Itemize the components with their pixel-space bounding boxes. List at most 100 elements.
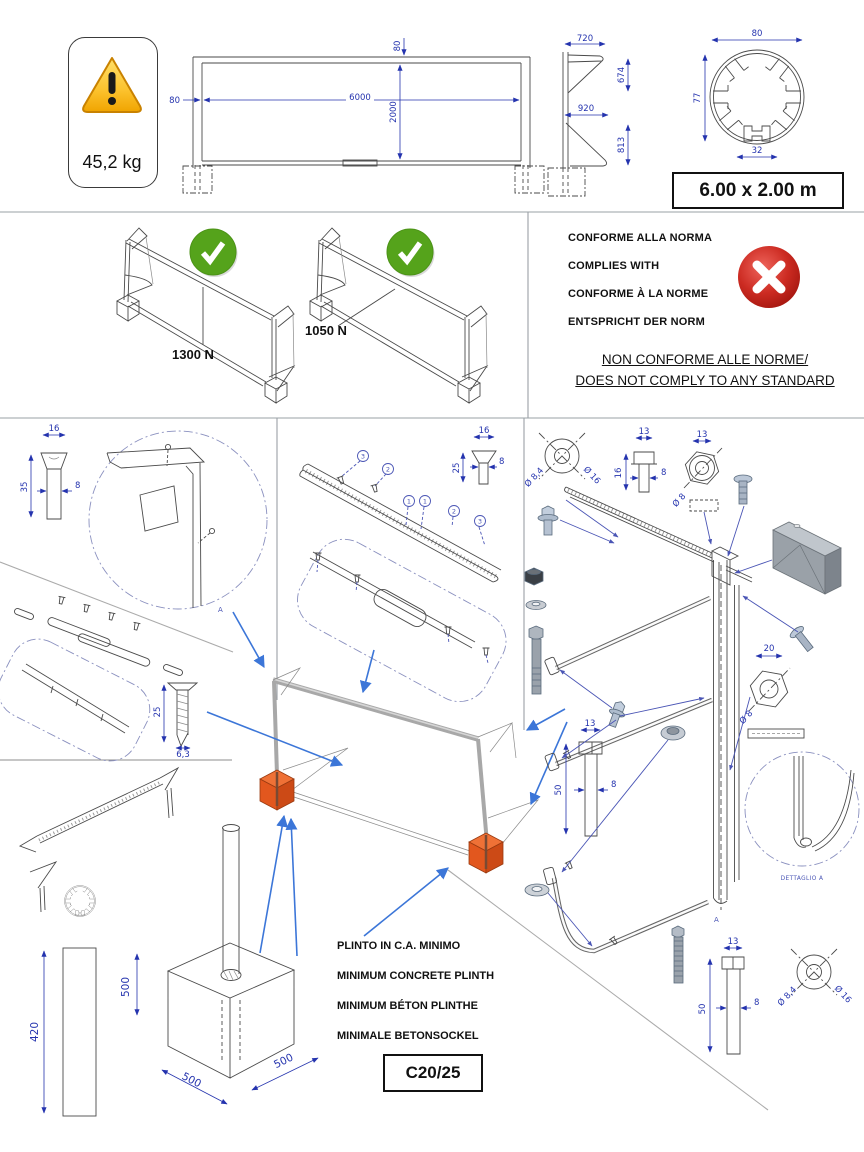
- dim-label: 6000: [349, 93, 371, 103]
- buried-post-drawing: 420: [29, 947, 97, 1117]
- assembled-goal-render: [259, 667, 540, 874]
- dim-label: 16: [479, 426, 490, 436]
- plinth-line-fr: MINIMUM BÉTON PLINTHE: [337, 1000, 478, 1012]
- dim-label: 16: [614, 468, 624, 479]
- washer-detail-top: Ø 8,4 Ø 16: [522, 432, 603, 489]
- dim-label: 920: [578, 104, 594, 114]
- dim-label: 13: [639, 427, 650, 437]
- check-icon: [190, 229, 238, 277]
- dim-label: 8: [75, 481, 80, 491]
- callout: 3: [361, 453, 365, 461]
- dim-label: 8: [661, 468, 666, 478]
- dim-label: 720: [577, 34, 593, 44]
- profile-dimensions: 80 77 32: [693, 29, 803, 160]
- hardware-renders: [524, 474, 842, 984]
- dim-label: Ø 16: [581, 464, 603, 486]
- dim-label: 77: [693, 93, 703, 104]
- post-profile-drawing: 80 77 32: [693, 29, 805, 160]
- detail-marker-label: A: [218, 606, 223, 614]
- detail-a-view: DETTAGLIO A: [744, 751, 860, 882]
- dim-label: 80: [393, 41, 403, 52]
- dim-label: 50: [554, 785, 564, 796]
- screw-render: [671, 925, 685, 984]
- hex-bolt-long-drawing: 13 50 8: [554, 719, 616, 837]
- norm-line-fr: CONFORME À LA NORME: [568, 288, 709, 300]
- fail-line-en: DOES NOT COMPLY TO ANY STANDARD: [575, 373, 835, 388]
- detail-caption: DETTAGLIO A: [781, 876, 824, 882]
- dim-label: 25: [153, 707, 163, 718]
- plinth-block-right: [468, 832, 504, 874]
- countersunk-bolt-render: [789, 626, 814, 653]
- dim-label: Ø 8: [670, 491, 688, 509]
- dim-label: 50: [698, 1004, 708, 1015]
- dim-label: 2000: [389, 101, 399, 123]
- washer-render: [524, 883, 550, 897]
- tapping-screw-drawing: 25 6,3: [153, 682, 199, 760]
- dim-label: Ø 8,4: [522, 465, 546, 489]
- dim-label: 13: [585, 719, 596, 729]
- side-frame-drawing: [18, 766, 180, 917]
- dim-label: 13: [697, 430, 708, 440]
- callout: 2: [452, 508, 456, 516]
- front-view-drawing: 80 6000 2000 80: [169, 38, 545, 194]
- dim-label: 20: [764, 644, 775, 654]
- warning-icon: [82, 57, 142, 113]
- dim-label: Ø 8,4: [775, 984, 799, 1008]
- norm-line-de: ENTSPRICHT DER NORM: [568, 316, 706, 328]
- dim-label: 8: [611, 780, 616, 790]
- hex-bolt-long-drawing-2: 13 50 8: [698, 937, 759, 1055]
- corner-bolt-drawing: 16 35 8: [20, 424, 80, 520]
- dim-label: 420: [29, 1022, 41, 1042]
- callout: 2: [386, 466, 390, 474]
- dim-label: 6,3: [176, 750, 190, 760]
- load-label-right: 1050 N: [305, 323, 347, 338]
- norm-line-it: CONFORME ALLA NORMA: [568, 232, 713, 244]
- dim-label: 8: [499, 457, 504, 467]
- cross-icon: [738, 246, 800, 308]
- dim-label: 500: [272, 1052, 295, 1072]
- side-view-dimensions: 720 674 920 813: [564, 34, 631, 166]
- front-view-dimensions: 80 6000 2000 80: [169, 38, 520, 160]
- hex-nut-drawing: 13 Ø 8: [670, 430, 723, 512]
- long-bolt-render: [528, 625, 544, 695]
- dim-label: 500: [120, 977, 132, 997]
- crossbar-panel: 3 2 1 1 2 3: [297, 450, 507, 703]
- concrete-plinth-drawing: 500 500 500: [120, 824, 319, 1105]
- assembly-arrows: [206, 611, 568, 957]
- concrete-class-label: C20/25: [383, 1054, 483, 1092]
- part-leader-arrows: [547, 499, 799, 947]
- compliant-goal-left: [116, 227, 295, 404]
- flange-bolt-render: [537, 505, 559, 536]
- washer-render: [525, 600, 547, 610]
- dim-label: 500: [180, 1070, 203, 1090]
- dim-label: 80: [169, 96, 180, 106]
- weight-value: 45,2 kg: [82, 152, 142, 172]
- fail-line-it: NON CONFORME ALLE NORME/: [601, 352, 809, 367]
- side-view-drawing: 720 674 920 813: [547, 34, 631, 197]
- nut-render: [524, 567, 544, 586]
- flange-bolt-render: [608, 701, 626, 728]
- countersunk-bolt-render: [733, 474, 753, 505]
- dim-label: 813: [617, 137, 627, 153]
- dim-label: Ø 16: [832, 983, 854, 1005]
- dim-label: 13: [728, 937, 739, 947]
- norm-line-en: COMPLIES WITH: [568, 260, 660, 272]
- dim-label: 25: [452, 463, 462, 474]
- plinth-line-it: PLINTO IN C.A. MINIMO: [337, 940, 461, 952]
- callout: 3: [478, 518, 482, 526]
- bar-screw-drawing: 16 25 8: [452, 426, 504, 485]
- washer-detail-bottom: Ø 8,4 Ø 16: [775, 948, 854, 1008]
- dim-label: 80: [752, 29, 763, 39]
- hex-bolt-short-drawing: 13 16 8: [614, 427, 666, 493]
- detail-marker-label: A: [714, 916, 719, 924]
- dim-label: 16: [49, 424, 60, 434]
- plinth-line-en: MINIMUM CONCRETE PLINTH: [337, 970, 495, 982]
- dim-label: 674: [617, 67, 627, 83]
- compliant-goal-right: [309, 227, 488, 404]
- corner-joint-detail: A: [88, 430, 268, 614]
- callout: 1: [423, 498, 427, 506]
- check-icon: [387, 229, 435, 277]
- dim-label: 35: [20, 482, 30, 493]
